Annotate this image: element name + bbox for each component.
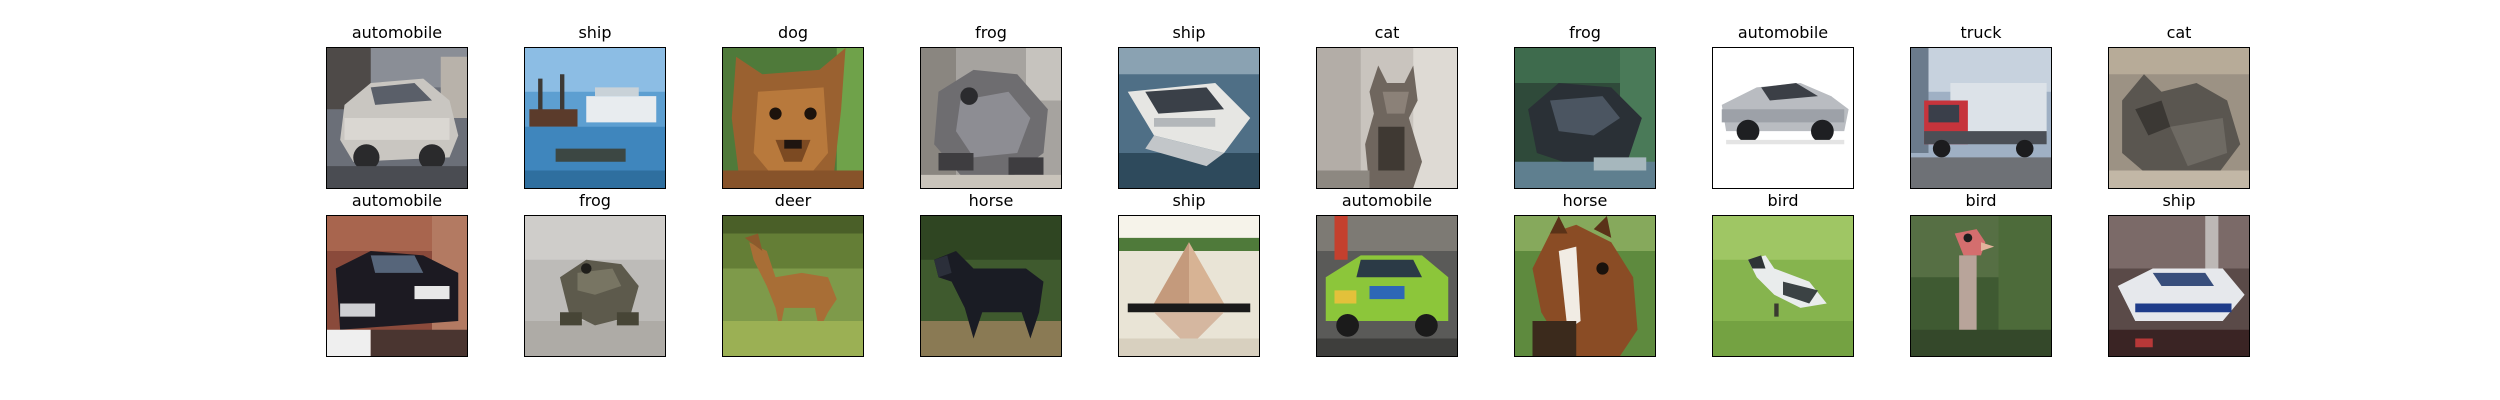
image-label: bird xyxy=(1965,191,1997,210)
toad-on-gravel-image xyxy=(524,215,666,357)
dark-frog-image xyxy=(1514,47,1656,189)
image-label: automobile xyxy=(1341,191,1433,210)
grid-cell: cat xyxy=(1316,23,1458,203)
sailing-ship-image xyxy=(1118,215,1260,357)
black-car-image xyxy=(326,215,468,357)
grid-cell: dog xyxy=(722,23,864,203)
grid-cell: ship xyxy=(2108,191,2250,371)
curled-cat-image xyxy=(2108,47,2250,189)
grid-cell: cat xyxy=(2108,23,2250,203)
white-sports-car-image xyxy=(1712,47,1854,189)
image-label: ship xyxy=(578,23,612,42)
image-label: automobile xyxy=(1737,23,1829,42)
grid-cell: frog xyxy=(920,23,1062,203)
grid-cell: horse xyxy=(1514,191,1656,371)
grid-cell: ship xyxy=(1118,23,1260,203)
image-label: bird xyxy=(1767,191,1799,210)
image-label: truck xyxy=(1960,23,2002,42)
image-label: ship xyxy=(2162,191,2196,210)
grid-cell: automobile xyxy=(326,23,468,203)
grid-cell: automobile xyxy=(326,191,468,371)
grid-cell: ship xyxy=(1118,191,1260,371)
grid-cell: frog xyxy=(524,191,666,371)
green-race-car-image xyxy=(1316,215,1458,357)
grid-cell: bird xyxy=(1910,191,2052,371)
image-label: frog xyxy=(579,191,611,210)
grid-cell: horse xyxy=(920,191,1062,371)
grid-cell: ship xyxy=(524,23,666,203)
image-label: cat xyxy=(1374,23,1400,42)
silver-sedan-image xyxy=(326,47,468,189)
image-label: horse xyxy=(968,191,1014,210)
harbor-ships-image xyxy=(524,47,666,189)
image-label: horse xyxy=(1562,191,1608,210)
image-label: deer xyxy=(774,191,812,210)
image-label: automobile xyxy=(351,191,443,210)
image-label: ship xyxy=(1172,23,1206,42)
brown-dog-image xyxy=(722,47,864,189)
black-horse-image xyxy=(920,215,1062,357)
image-label: dog xyxy=(777,23,809,42)
image-label: frog xyxy=(975,23,1007,42)
grid-cell: deer xyxy=(722,191,864,371)
grid-cell: automobile xyxy=(1712,23,1854,203)
white-bird-on-grass-image xyxy=(1712,215,1854,357)
ostrich-image xyxy=(1910,215,2052,357)
image-label: ship xyxy=(1172,191,1206,210)
brown-horse-head-image xyxy=(1514,215,1656,357)
grid-cell: bird xyxy=(1712,191,1854,371)
image-label: cat xyxy=(2166,23,2192,42)
grid-cell: truck xyxy=(1910,23,2052,203)
speed-boat-image xyxy=(2108,215,2250,357)
cruise-ship-image xyxy=(1118,47,1260,189)
grid-cell: frog xyxy=(1514,23,1656,203)
tabby-cat-image xyxy=(1316,47,1458,189)
grid-cell: automobile xyxy=(1316,191,1458,371)
image-label: automobile xyxy=(351,23,443,42)
gray-frog-image xyxy=(920,47,1062,189)
grazing-deer-image xyxy=(722,215,864,357)
image-label: frog xyxy=(1569,23,1601,42)
red-truck-image xyxy=(1910,47,2052,189)
